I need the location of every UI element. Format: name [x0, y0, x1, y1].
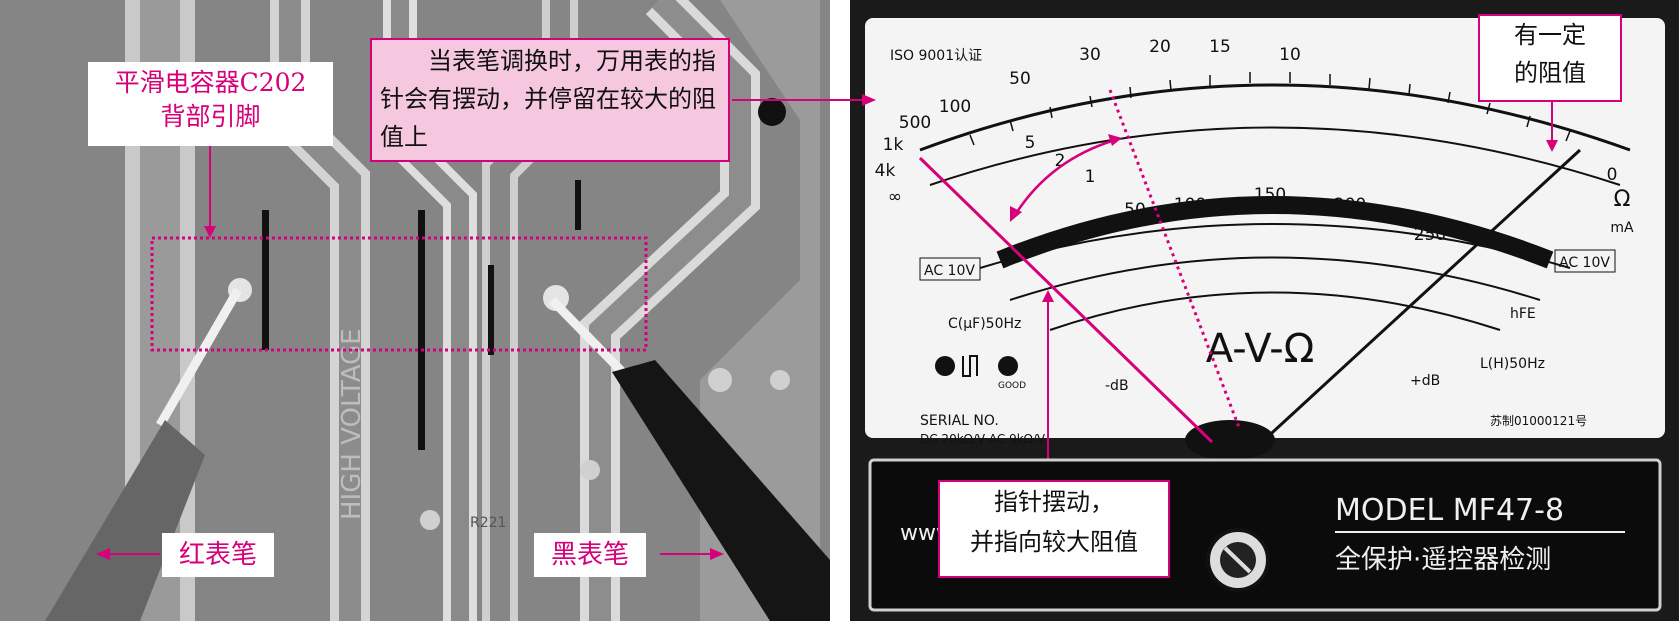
red-probe-arrow	[96, 548, 110, 560]
ohm-unit: Ω	[1614, 187, 1631, 212]
dc-tick-250: 250	[1414, 225, 1446, 245]
capacitance-label: C(μF)50Hz	[948, 316, 1021, 332]
ohm-tick-0: 0	[1607, 165, 1618, 185]
ohm-tick-500: 500	[899, 113, 931, 133]
ohm-tick-1: 1	[1085, 167, 1096, 187]
ohm-tick-2: 2	[1055, 151, 1066, 171]
good-indicator-label: GOOD	[998, 381, 1026, 391]
dc-tick-100: 100	[1174, 195, 1206, 215]
black-probe	[612, 360, 830, 621]
ohm-tick-5: 5	[1025, 133, 1036, 153]
dc-tick-50: 50	[1124, 200, 1146, 220]
component-label: 平滑电容器C202 背部引脚	[88, 62, 333, 146]
avo-logo: A-V-Ω	[1206, 326, 1315, 372]
ohm-tick-1k: 1k	[883, 135, 904, 155]
black-probe-label: 黑表笔	[534, 533, 646, 577]
model-label: MODEL MF47-8	[1335, 493, 1564, 528]
multimeter-panel: ISO 9001认证 30 20 15 10 50 100 500 1k 4k …	[850, 0, 1679, 621]
red-probe-label: 红表笔	[162, 533, 274, 577]
black-probe-arrow	[710, 548, 724, 560]
needle-initial	[918, 156, 1214, 444]
serial-label: SERIAL NO.	[920, 413, 999, 429]
ma-unit: mA	[1610, 220, 1634, 236]
scale-ticks	[969, 72, 1571, 146]
bottom-callout: 指针摆动， 并指向较大阻值	[938, 480, 1170, 578]
hfe-label: hFE	[1510, 306, 1536, 322]
red-probe	[45, 420, 205, 621]
highlight-box	[150, 236, 648, 352]
dc-tick-150: 150	[1254, 185, 1286, 205]
inductance-label: L(H)50Hz	[1480, 356, 1545, 372]
sensitivity-label: DC 20kΩ/V AC 9kΩ/V	[920, 432, 1046, 446]
needle-swing-guide	[1108, 89, 1242, 431]
needle-black	[1260, 148, 1582, 444]
ohm-tick-20: 20	[1149, 37, 1171, 57]
certification-label: 苏制01000121号	[1490, 414, 1587, 428]
ac-label-right: AC 10V	[1559, 255, 1610, 271]
dc-tick-200: 200	[1334, 195, 1366, 215]
ohm-tick-4k: 4k	[875, 161, 896, 181]
top-callout: 当表笔调换时，万用表的指针会有摆动，并停留在较大的阻值上	[370, 38, 730, 162]
meter-subtitle: 全保护·遥控器检测	[1335, 545, 1551, 575]
indicator-left	[935, 356, 955, 376]
ohm-tick-50: 50	[1009, 69, 1031, 89]
indicator-good	[998, 356, 1018, 376]
ohm-tick-30: 30	[1079, 45, 1101, 65]
ohm-tick-15: 15	[1209, 37, 1231, 57]
top-right-callout: 有一定 的阻值	[1478, 14, 1622, 102]
mirror-band	[996, 196, 1554, 269]
iso-label: ISO 9001认证	[890, 48, 982, 64]
db-right-label: +dB	[1410, 373, 1440, 389]
ac-label-left: AC 10V	[924, 263, 975, 279]
needle-pivot	[1185, 420, 1275, 460]
board-silkscreen-text: HIGH VOLTAGE	[337, 328, 367, 520]
board-code-text: R221	[470, 515, 506, 531]
db-left-label: -dB	[1105, 378, 1129, 394]
swing-arrow	[1013, 138, 1116, 216]
ohm-tick-10: 10	[1279, 45, 1301, 65]
ohm-tick-inf: ∞	[888, 187, 902, 207]
ohm-tick-100: 100	[939, 97, 971, 117]
